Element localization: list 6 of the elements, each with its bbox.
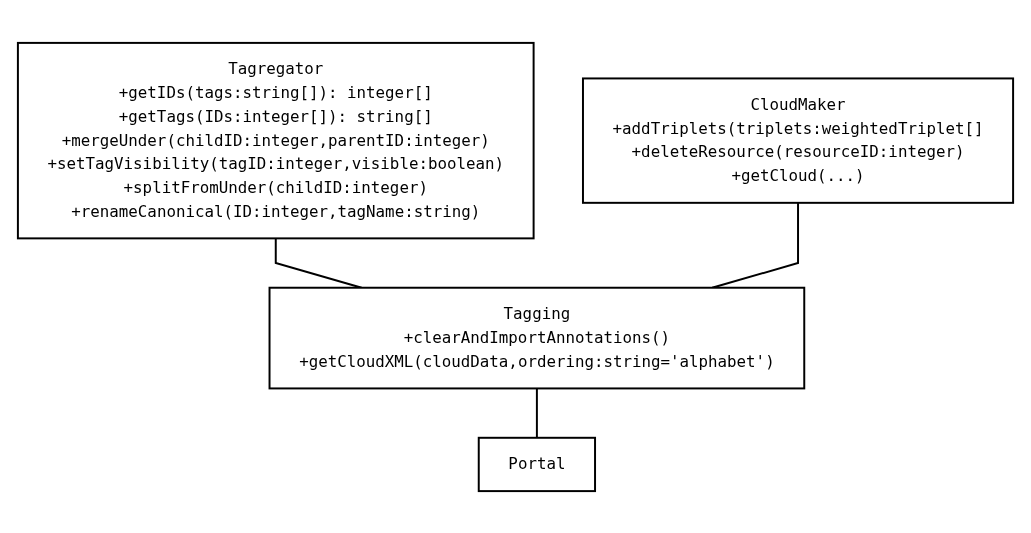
node-box: CloudMaker +addTriplets(triplets:weightedTriplet[] +deleteResource(resourceID:integer) +getCloud(...) <box>582 76 1015 204</box>
connector <box>535 386 538 439</box>
node-box: Tagging +clearAndImportAnnotations() +getCloudXML(cloudData,ordering:string='alphabet') <box>268 286 806 389</box>
node-box: Tagregator +getIDs(tags:string[]): integer[] +getTags(IDs:integer[]): string[] +mergeUnder(childID:integer,parentID:integer) +setTagVisibility(tagID:integer,visible:boolean) +splitFromUnder(childID:integer) +renameCanonical(ID:integer,tagName:string) <box>16 41 535 239</box>
node-box: Portal <box>477 436 597 492</box>
connector <box>711 201 799 289</box>
